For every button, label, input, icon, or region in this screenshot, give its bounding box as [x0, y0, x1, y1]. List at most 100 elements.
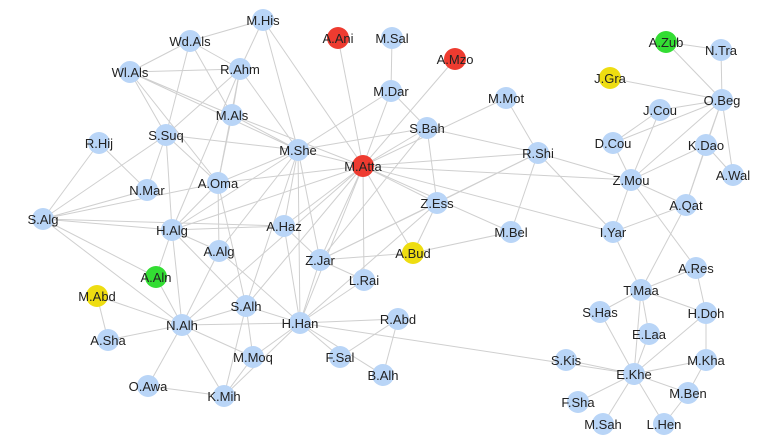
- node-s-alg[interactable]: S.Alg: [27, 208, 59, 230]
- node-n-mar[interactable]: N.Mar: [129, 179, 165, 201]
- node-circle[interactable]: [329, 346, 351, 368]
- node-circle[interactable]: [416, 117, 438, 139]
- node-circle[interactable]: [145, 266, 167, 288]
- node-m-she[interactable]: M.She: [279, 139, 317, 161]
- node-m-als[interactable]: M.Als: [216, 104, 249, 126]
- node-circle[interactable]: [695, 134, 717, 156]
- node-circle[interactable]: [495, 87, 517, 109]
- node-circle[interactable]: [567, 391, 589, 413]
- node-circle[interactable]: [287, 139, 309, 161]
- node-circle[interactable]: [213, 385, 235, 407]
- node-circle[interactable]: [402, 242, 424, 264]
- node-circle[interactable]: [653, 413, 675, 435]
- node-circle[interactable]: [372, 364, 394, 386]
- node-n-alh[interactable]: N.Alh: [166, 314, 198, 336]
- node-j-gra[interactable]: J.Gra: [594, 67, 627, 89]
- node-circle[interactable]: [137, 375, 159, 397]
- node-circle[interactable]: [88, 132, 110, 154]
- node-circle[interactable]: [527, 142, 549, 164]
- node-s-kis[interactable]: S.Kis: [551, 349, 582, 371]
- node-m-moq[interactable]: M.Moq: [233, 346, 273, 368]
- node-j-cou[interactable]: J.Cou: [643, 99, 677, 121]
- node-circle[interactable]: [179, 30, 201, 52]
- node-a-haz[interactable]: A.Haz: [266, 215, 302, 237]
- node-s-alh[interactable]: S.Alh: [230, 295, 262, 317]
- node-circle[interactable]: [229, 58, 251, 80]
- node-r-abd[interactable]: R.Abd: [380, 308, 416, 330]
- node-circle[interactable]: [602, 221, 624, 243]
- node-a-qat[interactable]: A.Qat: [669, 194, 703, 216]
- node-l-rai[interactable]: L.Rai: [349, 269, 379, 291]
- node-circle[interactable]: [592, 413, 614, 435]
- node-circle[interactable]: [500, 221, 522, 243]
- node-d-cou[interactable]: D.Cou: [595, 132, 632, 154]
- node-s-suq[interactable]: S.Suq: [148, 124, 184, 146]
- node-m-mot[interactable]: M.Mot: [488, 87, 525, 109]
- node-t-maa[interactable]: T.Maa: [623, 279, 659, 301]
- node-h-doh[interactable]: H.Doh: [688, 302, 725, 324]
- node-z-ess[interactable]: Z.Ess: [420, 192, 454, 214]
- node-circle[interactable]: [623, 363, 645, 385]
- node-circle[interactable]: [352, 155, 374, 177]
- node-o-awa[interactable]: O.Awa: [129, 375, 169, 397]
- node-circle[interactable]: [649, 99, 671, 121]
- node-circle[interactable]: [387, 308, 409, 330]
- node-circle[interactable]: [235, 295, 257, 317]
- node-a-sha[interactable]: A.Sha: [90, 329, 126, 351]
- node-z-mou[interactable]: Z.Mou: [613, 169, 650, 191]
- node-circle[interactable]: [677, 382, 699, 404]
- node-h-alg[interactable]: H.Alg: [156, 219, 188, 241]
- node-circle[interactable]: [97, 329, 119, 351]
- node-m-bel[interactable]: M.Bel: [494, 221, 528, 243]
- node-circle[interactable]: [710, 39, 732, 61]
- node-circle[interactable]: [221, 104, 243, 126]
- node-r-ahm[interactable]: R.Ahm: [220, 58, 260, 80]
- node-k-mih[interactable]: K.Mih: [207, 385, 241, 407]
- node-circle[interactable]: [695, 349, 717, 371]
- node-circle[interactable]: [242, 346, 264, 368]
- node-z-jar[interactable]: Z.Jar: [305, 249, 335, 271]
- node-circle[interactable]: [638, 323, 660, 345]
- node-circle[interactable]: [119, 61, 141, 83]
- node-circle[interactable]: [136, 179, 158, 201]
- node-circle[interactable]: [589, 301, 611, 323]
- node-e-khe[interactable]: E.Khe: [616, 363, 652, 385]
- node-circle[interactable]: [327, 27, 349, 49]
- node-o-beg[interactable]: O.Beg: [704, 89, 741, 111]
- node-circle[interactable]: [711, 89, 733, 111]
- node-circle[interactable]: [155, 124, 177, 146]
- node-circle[interactable]: [207, 172, 229, 194]
- node-circle[interactable]: [380, 80, 402, 102]
- node-a-mzo[interactable]: A.Mzo: [437, 48, 474, 70]
- node-wd-als[interactable]: Wd.Als: [169, 30, 211, 52]
- node-m-sal[interactable]: M.Sal: [375, 27, 409, 49]
- node-f-sha[interactable]: F.Sha: [561, 391, 595, 413]
- node-circle[interactable]: [86, 285, 108, 307]
- node-a-aln[interactable]: A.Aln: [140, 266, 172, 288]
- node-wl-als[interactable]: Wl.Als: [112, 61, 149, 83]
- node-a-bud[interactable]: A.Bud: [395, 242, 431, 264]
- node-circle[interactable]: [630, 279, 652, 301]
- node-l-hen[interactable]: L.Hen: [647, 413, 682, 435]
- node-circle[interactable]: [675, 194, 697, 216]
- node-circle[interactable]: [171, 314, 193, 336]
- node-f-sal[interactable]: F.Sal: [326, 346, 355, 368]
- node-circle[interactable]: [695, 302, 717, 324]
- node-a-res[interactable]: A.Res: [678, 257, 714, 279]
- node-circle[interactable]: [426, 192, 448, 214]
- node-circle[interactable]: [599, 67, 621, 89]
- node-circle[interactable]: [273, 215, 295, 237]
- node-n-tra[interactable]: N.Tra: [705, 39, 738, 61]
- node-k-dao[interactable]: K.Dao: [688, 134, 724, 156]
- node-a-ani[interactable]: A.Ani: [322, 27, 354, 49]
- node-a-zub[interactable]: A.Zub: [649, 31, 684, 53]
- node-m-dar[interactable]: M.Dar: [373, 80, 409, 102]
- node-a-alg[interactable]: A.Alg: [203, 240, 235, 262]
- node-circle[interactable]: [353, 269, 375, 291]
- node-circle[interactable]: [208, 240, 230, 262]
- node-circle[interactable]: [620, 169, 642, 191]
- node-circle[interactable]: [289, 312, 311, 334]
- node-m-ben[interactable]: M.Ben: [669, 382, 707, 404]
- node-s-bah[interactable]: S.Bah: [409, 117, 445, 139]
- node-circle[interactable]: [161, 219, 183, 241]
